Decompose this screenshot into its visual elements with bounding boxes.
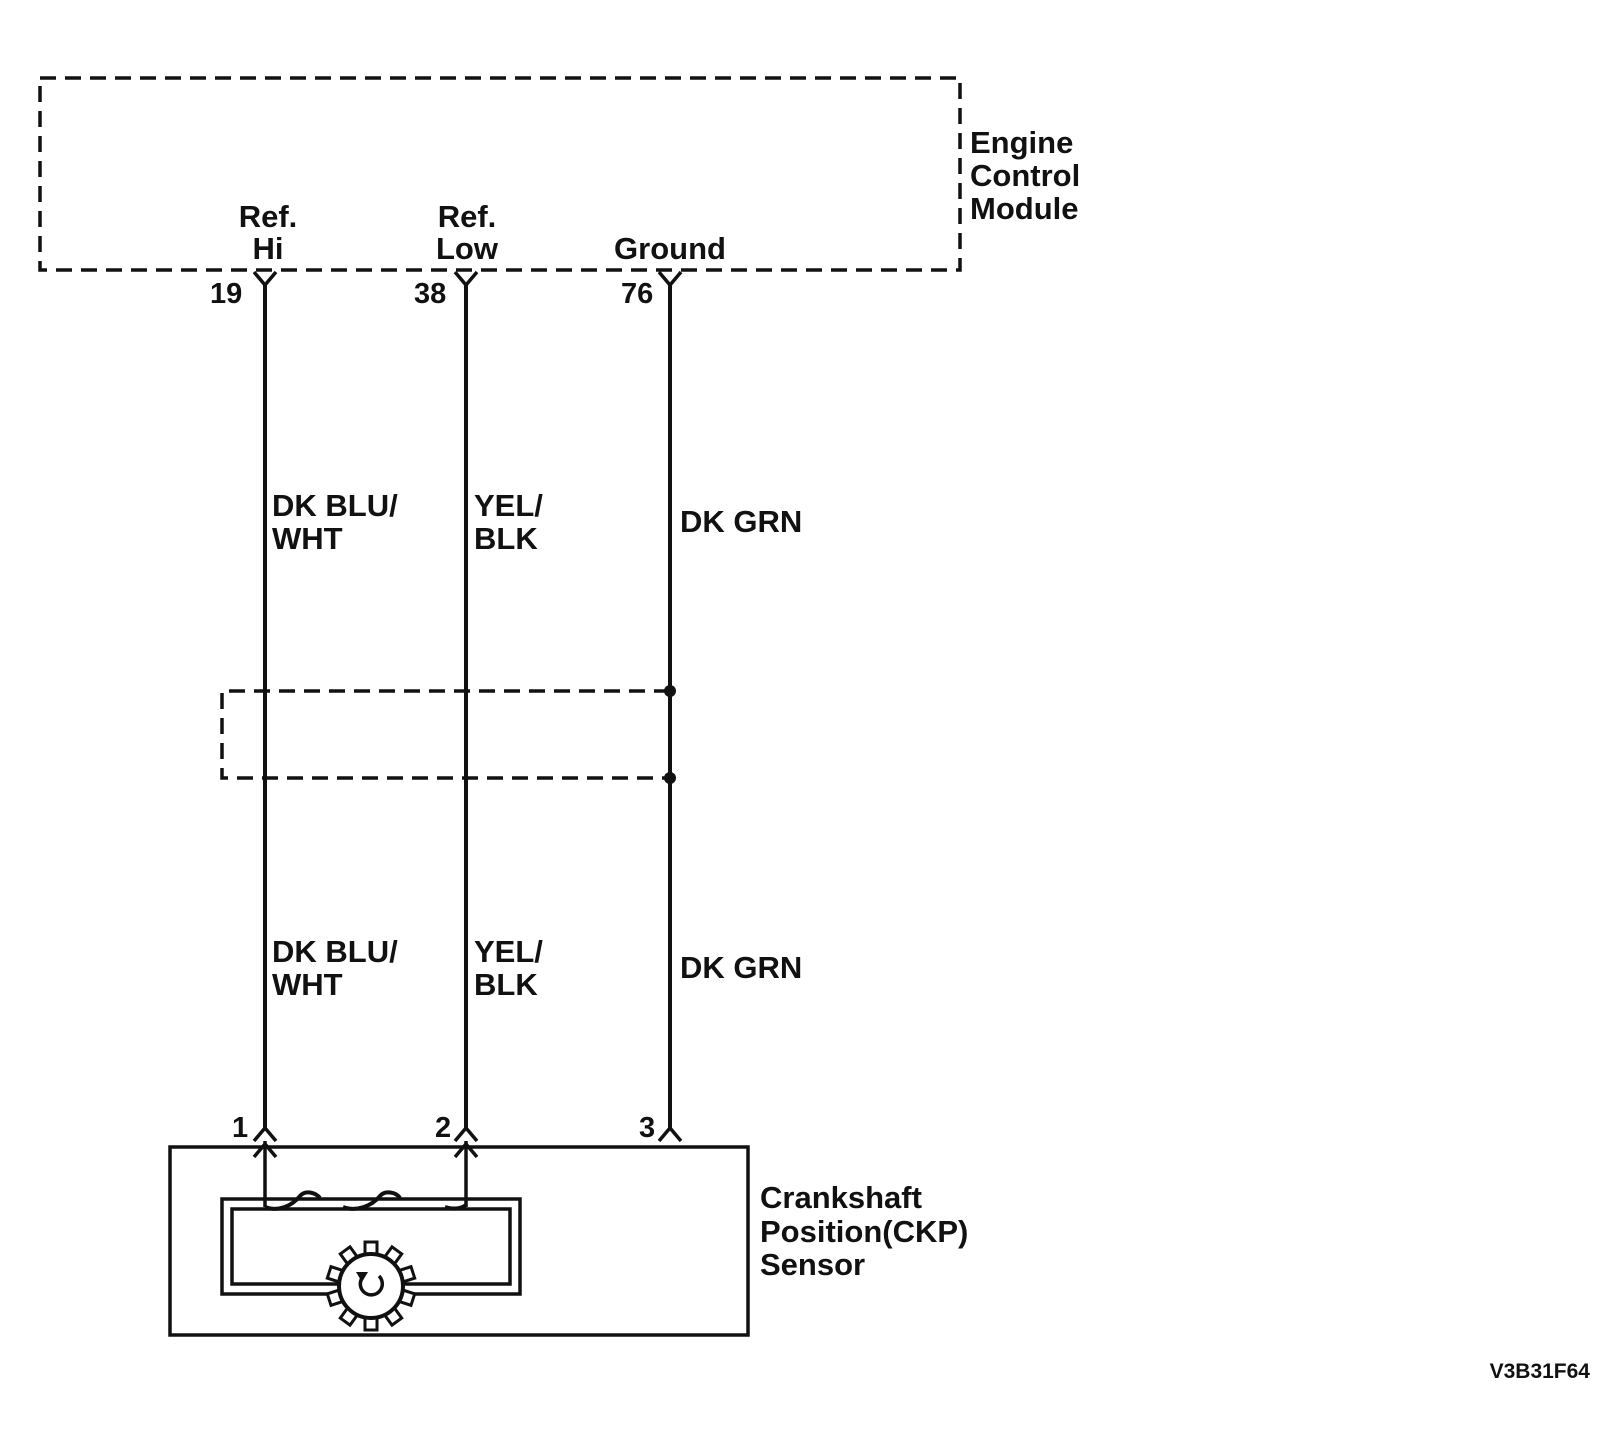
- sensor-name-line-1: Crankshaft: [760, 1180, 922, 1215]
- shield-node-top: [664, 685, 676, 697]
- wire-ref-hi-lower-color-line-1: DK BLU/: [272, 934, 398, 969]
- wire-ref-hi-lower-color-line-2: WHT: [272, 967, 343, 1002]
- sensor-lead-2-arrow: [453, 1141, 479, 1159]
- wire-ground-lower-color: DK GRN: [680, 950, 802, 985]
- sensor-pin-1: 1: [232, 1112, 248, 1144]
- shield-node-bottom: [664, 772, 676, 784]
- ecm-pin-76: 76: [621, 278, 653, 310]
- ckp-sensor-box: [168, 1145, 750, 1337]
- sensor-pin-3: 3: [639, 1112, 655, 1144]
- sensor-connector-1: [252, 1125, 278, 1143]
- shield-box: [220, 689, 670, 780]
- ecm-terminal-ref-hi-line-2: Hi: [253, 231, 284, 266]
- wire-ground-upper-color: DK GRN: [680, 504, 802, 539]
- ecm-terminal-ground: Ground: [614, 231, 726, 266]
- ecm-connector-38: [453, 270, 479, 288]
- wire-ref-low-upper-color-line-1: YEL/: [474, 488, 543, 523]
- ecm-box: [38, 76, 962, 272]
- sensor-connector-3: [657, 1125, 683, 1143]
- ecm-connector-76: [657, 270, 683, 288]
- sensor-pin-2: 2: [435, 1112, 451, 1144]
- wire-ref-low-lower-color-line-2: BLK: [474, 967, 538, 1002]
- ecm-connector-19: [252, 270, 278, 288]
- sensor-connector-2: [453, 1125, 479, 1143]
- ecm-pin-38: 38: [414, 278, 446, 310]
- sensor-name-line-3: Sensor: [760, 1247, 865, 1282]
- ecm-name-line-2: Control: [970, 158, 1080, 193]
- ecm-terminal-ref-low-line-2: Low: [436, 231, 499, 266]
- wire-ref-hi-upper-color-line-1: DK BLU/: [272, 488, 398, 523]
- sensor-name-line-2: Position(CKP): [760, 1214, 968, 1249]
- ecm-pin-19: 19: [210, 278, 242, 310]
- ecm-name-line-1: Engine: [970, 125, 1073, 160]
- ecm-terminal-ref-hi-line-1: Ref.: [239, 199, 298, 234]
- wire-ref-low-lower-color-line-1: YEL/: [474, 934, 543, 969]
- wire-ref-low-upper-color-line-2: BLK: [474, 521, 538, 556]
- ecm-terminal-ref-low-line-1: Ref.: [438, 199, 497, 234]
- sensor-coil-windings: [264, 1190, 468, 1211]
- ecm-name-line-3: Module: [970, 191, 1079, 226]
- reluctor-wheel-icon: [325, 1240, 417, 1332]
- figure-code: V3B31F64: [1490, 1360, 1591, 1383]
- wire-ref-hi-upper-color-line-2: WHT: [272, 521, 343, 556]
- sensor-lead-1-arrow: [252, 1141, 278, 1159]
